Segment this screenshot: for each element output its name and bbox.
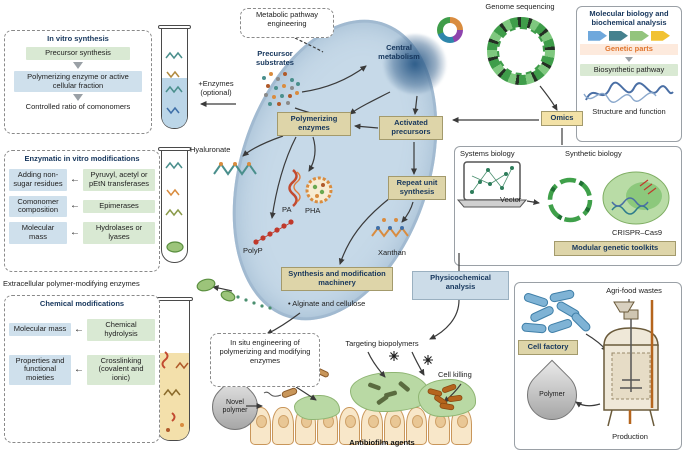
cell-killing-label: Cell killing xyxy=(438,370,472,379)
mod-target: Molecular mass xyxy=(9,222,67,244)
in-vitro-synthesis-box: In vitro synthesis Precursor synthesis P… xyxy=(4,30,152,134)
polyp-label: PolyP xyxy=(243,246,263,255)
gene-arrow-icon xyxy=(630,30,649,41)
pa-label: PA xyxy=(282,205,292,214)
structure-function-label: Structure and function xyxy=(592,107,666,117)
biofilm-blob xyxy=(350,372,430,412)
arrow-left-icon: ← xyxy=(70,200,80,212)
physicochemical-box: Physicochemical analysis xyxy=(412,271,509,300)
novel-polymer-label: Novel polymer xyxy=(222,398,248,414)
central-metabolism-blob xyxy=(383,34,447,94)
tube-rim xyxy=(154,297,193,301)
cell-factory-box: Cell factory xyxy=(518,340,578,355)
epithelial-cell xyxy=(383,407,406,445)
xanthan-label: Xanthan xyxy=(378,248,406,257)
modification-row: Properties and functional moieties ← Cro… xyxy=(9,354,155,386)
agri-food-label: Agri-food wastes xyxy=(606,286,662,295)
epithelial-cell xyxy=(361,407,383,445)
test-tube-1 xyxy=(158,25,191,129)
gene-arrow-icon xyxy=(609,30,628,41)
precursor-synthesis-step: Precursor synthesis xyxy=(26,46,130,60)
epithelial-cell xyxy=(406,407,428,445)
arrow-left-icon: ← xyxy=(70,173,80,185)
comonomer-ratio-step: Controlled ratio of comonomers xyxy=(25,102,131,112)
epithelial-cell xyxy=(272,407,294,445)
biofilm-blob xyxy=(294,395,340,420)
hyaluronate-label: Hyaluronate xyxy=(190,145,231,154)
arrow-left-icon: ← xyxy=(70,227,80,239)
plasmid-inner xyxy=(443,23,457,37)
mod-target: Comonomer composition xyxy=(9,195,67,218)
genetic-parts-label: Genetic parts xyxy=(580,43,678,55)
enzymes-optional-label: +Enzymes (optional) xyxy=(198,79,234,97)
mod-enzyme: Pyruvyl, acetyl or pEtN transferases xyxy=(83,168,155,191)
modification-row: Molecular mass ← Chemical hydrolysis xyxy=(9,318,155,341)
protein-ribbon-icon xyxy=(583,81,674,104)
pha-label: PHA xyxy=(305,206,321,215)
mod-enzyme: Hydrolases or lyases xyxy=(83,222,155,244)
polymerizing-enzyme-step: Polymerizing enzyme or active cellular f… xyxy=(14,70,142,93)
biosynthetic-pathway-label: Biosynthetic pathway xyxy=(580,63,678,77)
gene-arrow-icon xyxy=(588,30,607,41)
mod-method: Chemical hydrolysis xyxy=(87,318,155,341)
targeting-biopolymers-label: Targeting biopolymers xyxy=(345,339,419,348)
chemical-modifications-box: Chemical modifications Molecular mass ← … xyxy=(4,295,160,443)
systems-biology-label: Systems biology xyxy=(460,149,515,158)
box-title: In vitro synthesis xyxy=(47,34,109,43)
crispr-cas9-label: CRISPR–Cas9 xyxy=(611,228,663,237)
omics-box: Omics xyxy=(541,111,583,126)
arrow-down-icon xyxy=(73,94,83,102)
in-situ-engineering-box: In situ engineering of polymerizing and … xyxy=(210,333,320,387)
production-label: Production xyxy=(612,432,648,441)
tube-rim xyxy=(158,147,191,151)
mod-target: Molecular mass xyxy=(9,323,71,337)
arrow-down-icon xyxy=(625,56,633,62)
vector-label: Vector xyxy=(500,195,522,204)
polymerizing-enzymes-box: Polymerizing enzymes xyxy=(277,112,351,136)
gene-arrow-icon xyxy=(651,30,670,41)
synthesis-machinery-box: Synthesis and modification machinery xyxy=(281,267,393,291)
mod-method: Crosslinking (covalent and ionic) xyxy=(87,354,155,386)
box-title: Enzymatic in vitro modifications xyxy=(24,154,140,163)
central-metabolism-label: Central metabolism xyxy=(378,43,420,61)
box-title: Chemical modifications xyxy=(39,299,125,308)
epithelial-cell xyxy=(450,407,472,445)
tube-liquid xyxy=(162,77,187,128)
tube-liquid xyxy=(158,352,189,440)
precursor-substrates-label: Precursor substrates xyxy=(256,49,294,67)
gene-arrows xyxy=(580,30,678,41)
biofilm-blob xyxy=(418,379,476,417)
enzymatic-modifications-box: Enzymatic in vitro modifications Adding … xyxy=(4,150,160,272)
panel-title: Molecular biology and biochemical analys… xyxy=(589,9,669,27)
metabolic-engineering-box: Metabolic pathway engineering xyxy=(240,8,334,38)
genome-ring-inner xyxy=(497,27,545,75)
epithelial-cell xyxy=(339,407,361,445)
test-tube-2 xyxy=(158,147,191,263)
modification-row: Molecular mass ← Hydrolases or lyases xyxy=(9,222,155,244)
activated-precursors-box: Activated precursors xyxy=(379,116,443,140)
molecular-biology-panel: Molecular biology and biochemical analys… xyxy=(576,6,682,142)
cell-factory-panel xyxy=(514,282,682,450)
arrow-down-icon xyxy=(73,61,83,69)
antibiofilm-agents-label: Antibiofilm agents xyxy=(349,438,415,447)
polymer-label: Polymer xyxy=(539,390,565,398)
alginate-cellulose-label: • Alginate and cellulose xyxy=(288,299,366,308)
test-tube-3 xyxy=(154,297,193,441)
modular-toolkits-box: Modular genetic toolkits xyxy=(554,241,676,256)
extracellular-enzymes-note: Extracellular polymer-modifying enzymes xyxy=(3,279,140,288)
tube-rim xyxy=(158,25,191,29)
repeat-unit-box: Repeat unit synthesis xyxy=(388,176,446,200)
modification-row: Adding non-sugar residues ← Pyruvyl, ace… xyxy=(9,168,155,191)
mod-target: Properties and functional moieties xyxy=(9,354,71,386)
mod-enzyme: Epimerases xyxy=(83,199,155,213)
genome-sequencing-label: Genome sequencing xyxy=(485,2,555,11)
modification-row: Comonomer composition ← Epimerases xyxy=(9,195,155,218)
arrow-left-icon: ← xyxy=(74,363,84,375)
arrow-left-icon: ← xyxy=(74,323,84,335)
mod-target: Adding non-sugar residues xyxy=(9,168,67,191)
synthetic-biology-label: Synthetic biology xyxy=(565,149,622,158)
